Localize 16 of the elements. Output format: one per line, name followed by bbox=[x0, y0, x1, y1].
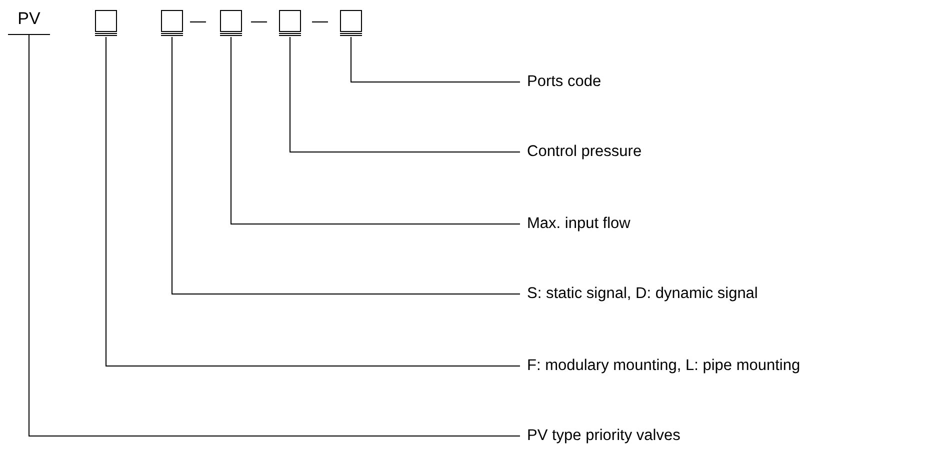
leader-line bbox=[172, 36, 520, 294]
leader-line bbox=[350, 36, 520, 82]
leader-line bbox=[106, 36, 520, 366]
code-description: Max. input flow bbox=[527, 214, 667, 234]
code-description: PV type priority valves bbox=[527, 426, 777, 446]
code-description: F: modulary mounting, L: pipe mounting bbox=[527, 356, 947, 376]
leader-line bbox=[28, 34, 520, 436]
leader-line bbox=[290, 36, 520, 152]
model-code: PV bbox=[8, 8, 50, 35]
separator-dash: — bbox=[190, 12, 206, 32]
code-description: Control pressure bbox=[527, 142, 687, 162]
code-description: Ports code bbox=[527, 72, 647, 92]
code-description: S: static signal, D: dynamic signal bbox=[527, 284, 827, 304]
leader-line bbox=[230, 36, 520, 224]
separator-dash: — bbox=[312, 12, 328, 32]
separator-dash: — bbox=[251, 12, 267, 32]
